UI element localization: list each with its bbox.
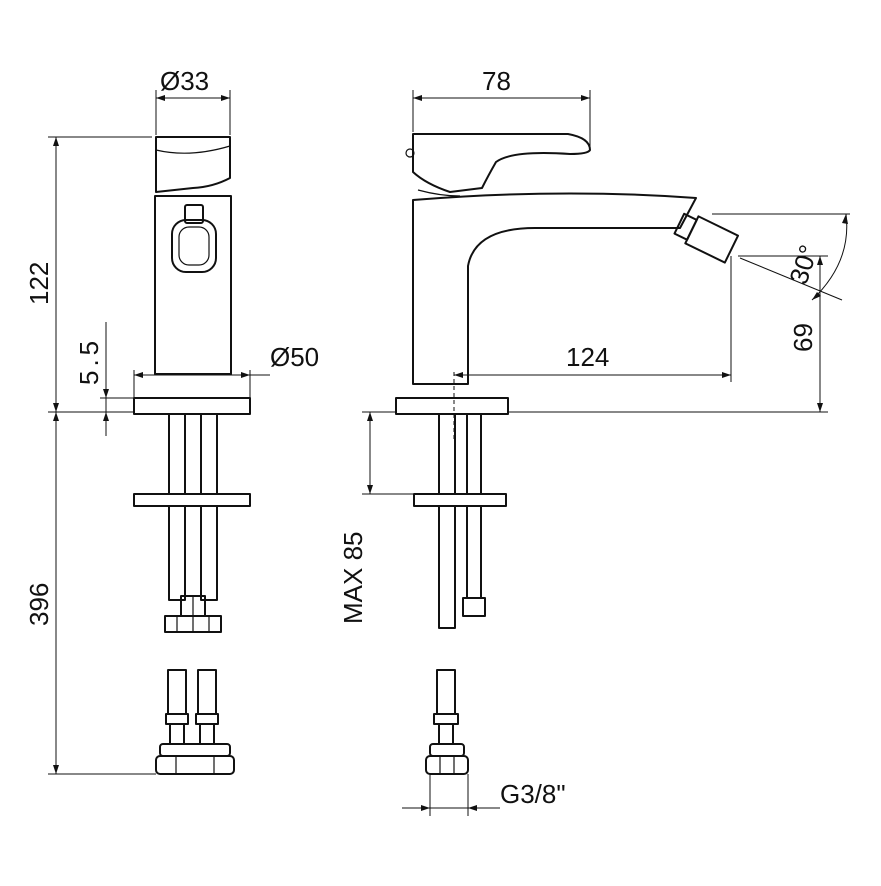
dim-spout-height: 69 — [788, 323, 818, 352]
dim-spout-reach: 124 — [566, 342, 609, 372]
front-nozzle — [171, 204, 217, 273]
front-hoses — [155, 669, 235, 775]
side-clamp — [413, 493, 507, 507]
dim-thread: G3/8" — [500, 779, 566, 809]
front-clamp — [133, 493, 251, 507]
side-base — [395, 397, 509, 415]
front-view — [133, 136, 251, 633]
front-lever — [155, 136, 231, 193]
dimension-lines — [48, 90, 850, 816]
side-nozzle — [673, 212, 740, 264]
side-lever — [412, 133, 591, 193]
front-base — [133, 397, 251, 415]
dim-base-diameter: Ø50 — [270, 342, 319, 372]
side-hose — [425, 669, 469, 775]
dim-hose-length: 396 — [24, 583, 54, 626]
dim-max-deck: MAX 85 — [338, 532, 368, 625]
dim-total-height: 122 — [24, 262, 54, 305]
dim-spout-angle: 30° — [783, 241, 824, 288]
side-body — [412, 192, 697, 385]
dim-side-lever-width: 78 — [482, 66, 511, 96]
side-view — [395, 133, 740, 629]
dim-front-top-diameter: Ø33 — [160, 66, 209, 96]
front-body — [154, 195, 232, 375]
dim-base-thickness: 5.5 — [74, 337, 104, 385]
